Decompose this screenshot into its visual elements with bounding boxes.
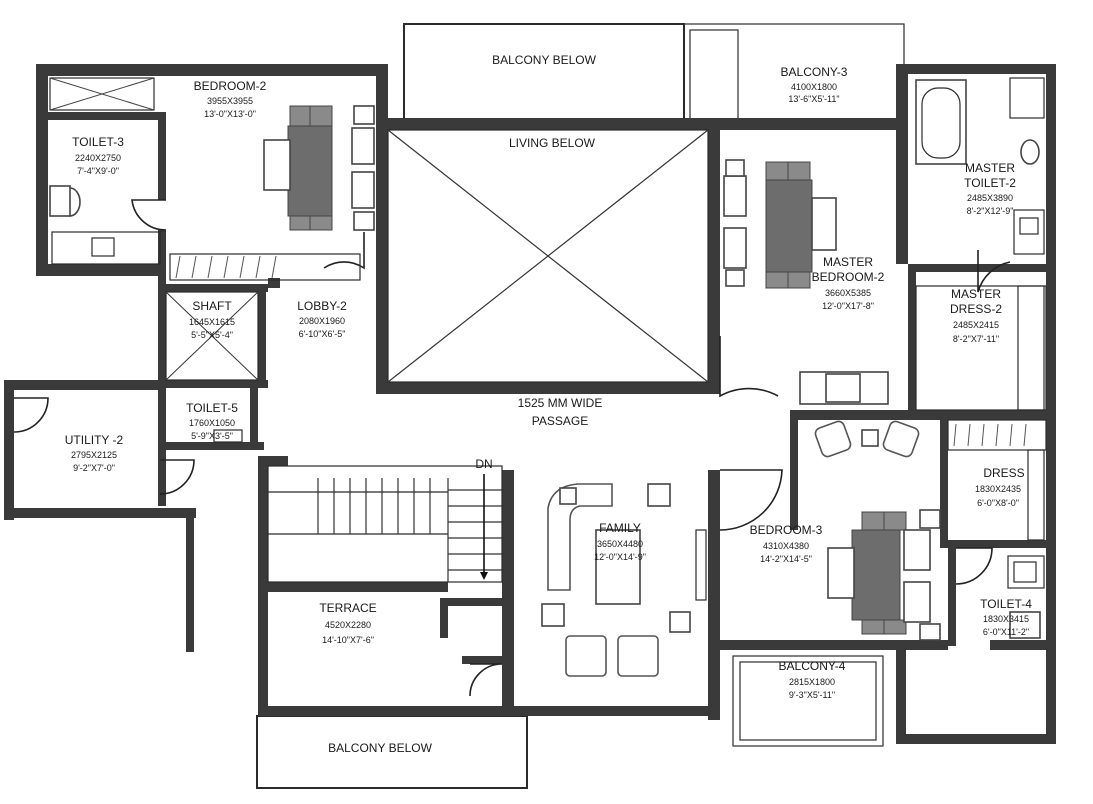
room-labels: BALCONY BELOW BALCONY-3 4100X1800 13'-6"… [65,53,1032,755]
shaft-void [165,291,259,381]
master-toilet-2-mm: 2485X3890 [967,193,1013,203]
bedroom-2-ft: 13'-0"X13'-0" [204,109,256,119]
balcony-3-mm: 4100X1800 [791,82,837,92]
bedroom-2-label: BEDROOM-2 [194,79,267,93]
living-below-label: LIVING BELOW [509,136,596,150]
bedroom-3-mm: 4310X4380 [763,541,809,551]
family-ft: 12'-0"X14'-9" [594,552,646,562]
dress-mm: 1830X2435 [975,484,1021,494]
walls [4,64,1056,744]
toilet-3-ft: 7'-4"X9'-0" [77,166,119,176]
lobby-2-mm: 2080X1960 [299,316,345,326]
lobby-2-label: LOBBY-2 [297,299,347,313]
furniture [263,105,941,677]
bedroom-3-label: BEDROOM-3 [750,523,823,537]
toilet-4-ft: 6'-0"X11'-2" [983,627,1029,637]
toilet-4-mm: 1830X3415 [983,614,1029,624]
shaft-label: SHAFT [192,299,232,313]
toilet-3-mm: 2240X2750 [75,153,121,163]
bedroom-3-ft: 14'-2"X14'-5" [760,554,812,564]
fixtures [49,77,1047,639]
toilet-4-label: TOILET-4 [980,597,1032,611]
toilet-5-ft: 5'-9"X3'-5" [191,431,233,441]
utility-2-ft: 9'-2"X7'-0" [73,463,115,473]
staircase [267,465,503,583]
shaft-mm: 1645X1615 [189,317,235,327]
master-toilet-2-label-1: MASTER [965,161,1015,175]
doors [13,199,1011,697]
master-dress-2-label-1: MASTER [951,287,1001,301]
terrace-ft: 14'-10"X7'-6" [322,635,374,645]
toilet-5-label: TOILET-5 [186,401,238,415]
master-bedroom-2-ft: 12'-0"X17'-8" [822,301,874,311]
master-bedroom-2-label-2: BEDROOM-2 [812,270,885,284]
toilet-3-label: TOILET-3 [72,135,124,149]
balcony-3-label: BALCONY-3 [781,65,848,79]
balcony-4-mm: 2815X1800 [789,677,835,687]
family-label: FAMILY [599,521,641,535]
shaft-ft: 5'-5"X5'-4" [191,330,233,340]
master-bedroom-2-label-1: MASTER [823,255,873,269]
stair-dn-label: DN [475,457,492,471]
living-void [387,129,709,383]
balcony-3-ft: 13'-6"X5'-11" [788,94,839,104]
master-dress-2-label-2: DRESS-2 [950,302,1002,316]
utility-2-label: UTILITY -2 [65,433,124,447]
dress-label: DRESS [983,466,1024,480]
master-bedroom-2-mm: 3660X5385 [825,288,871,298]
passage-label-2: PASSAGE [532,414,588,428]
passage-label-1: 1525 MM WIDE [518,396,603,410]
terrace-mm: 4520X2280 [325,620,371,630]
master-toilet-2-label-2: TOILET-2 [964,176,1016,190]
utility-2-mm: 2795X2125 [71,450,117,460]
master-toilet-2-ft: 8'-2"X12'-9" [967,206,1014,216]
balcony-4-ft: 9'-3"X5'-11" [789,690,835,700]
master-dress-2-ft: 8'-2"X7'-11" [953,334,999,344]
balcony-below-bottom-label: BALCONY BELOW [328,741,432,755]
master-dress-2-mm: 2485X2415 [953,320,999,330]
balcony-4-label: BALCONY-4 [779,659,846,673]
bedroom-2-mm: 3955X3955 [207,96,253,106]
dress-ft: 6'-0"X8'-0" [977,498,1019,508]
family-mm: 3650X4480 [597,539,643,549]
toilet-5-mm: 1760X1050 [189,418,235,428]
balcony-below-top-label: BALCONY BELOW [492,53,596,67]
terrace-label: TERRACE [319,601,376,615]
lobby-2-ft: 6'-10"X6'-5" [299,329,346,339]
